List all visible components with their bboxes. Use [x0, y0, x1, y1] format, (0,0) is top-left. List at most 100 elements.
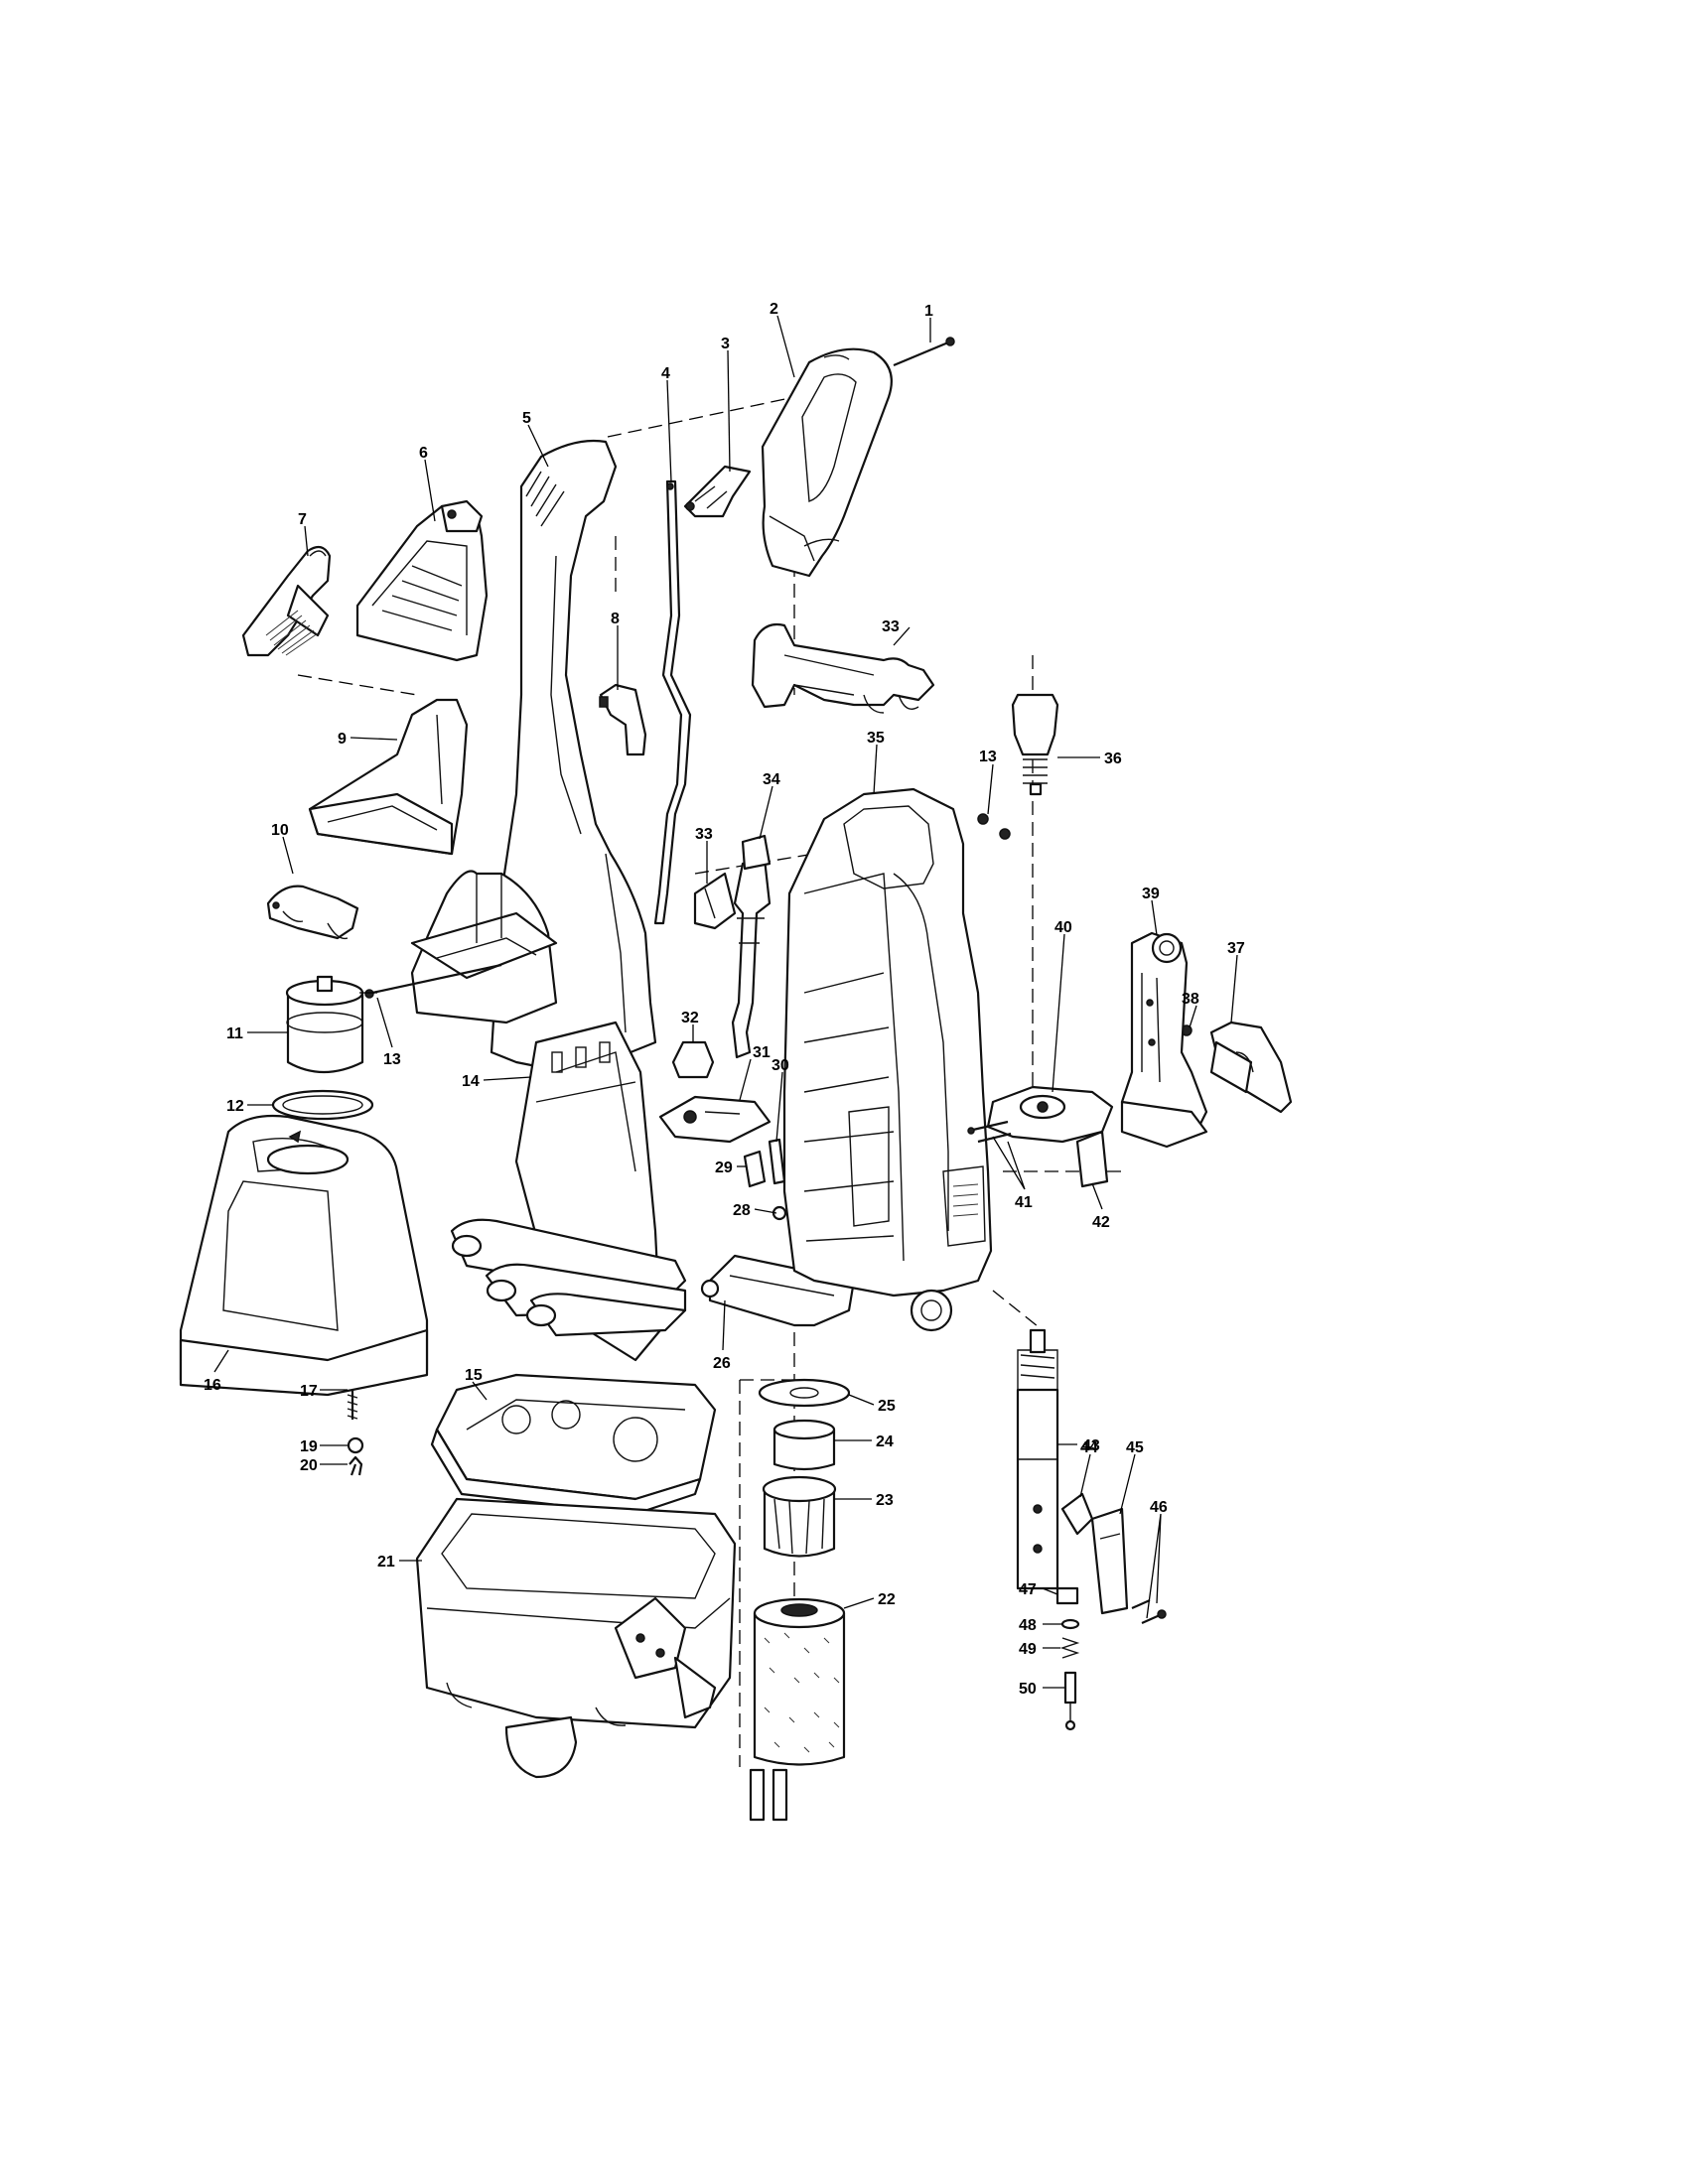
callout-7: 7	[298, 511, 307, 528]
part-12-gasket	[271, 1089, 374, 1121]
part-49-spring	[1059, 1637, 1080, 1659]
part-45-shield	[1090, 1507, 1129, 1615]
part-33-valve-bracket	[693, 872, 737, 930]
part-13-pin	[364, 963, 502, 999]
callout-39: 39	[1142, 886, 1160, 902]
part-40-valve	[986, 1085, 1114, 1144]
callout-50: 50	[1019, 1681, 1037, 1698]
leader-lines	[213, 315, 1238, 1689]
callout-41: 41	[1015, 1194, 1033, 1211]
part-24-cylinder	[772, 1419, 836, 1471]
callout-48: 48	[1019, 1617, 1037, 1634]
callout-22: 22	[878, 1591, 896, 1608]
callout-42: 42	[1092, 1214, 1110, 1231]
part-16-tank-cover	[179, 1114, 429, 1397]
part-35-main-body	[782, 787, 993, 1332]
callout-11: 11	[226, 1025, 243, 1042]
part-47-valve-body	[1055, 1586, 1079, 1605]
callout-6: 6	[419, 445, 428, 462]
callout-36: 36	[1104, 751, 1122, 767]
part-50-plunger	[1063, 1671, 1077, 1731]
callout-10: 10	[271, 822, 289, 839]
part-8-latch	[599, 683, 647, 756]
callout-13-right: 13	[979, 749, 997, 765]
callout-30: 30	[772, 1057, 789, 1074]
part-48-seal	[1060, 1618, 1080, 1630]
part-44-bracket	[1060, 1492, 1094, 1536]
part-41-screws	[967, 1120, 1012, 1144]
callout-29: 29	[715, 1160, 733, 1176]
callout-45: 45	[1126, 1439, 1144, 1456]
part-20-clip	[349, 1455, 363, 1476]
callout-47: 47	[1019, 1581, 1037, 1598]
part-10-clip	[266, 885, 359, 940]
part-14-base-frame	[450, 1021, 687, 1362]
callout-37: 37	[1227, 940, 1245, 957]
part-37-nozzle-tool	[1209, 1021, 1293, 1114]
part-33-hose-rack-top	[751, 622, 935, 714]
callout-46: 46	[1150, 1499, 1168, 1516]
callout-17: 17	[300, 1383, 318, 1400]
part-29-spring	[743, 1150, 767, 1188]
callout-20: 20	[300, 1457, 318, 1474]
callout-25: 25	[878, 1398, 896, 1415]
callout-23: 23	[876, 1492, 894, 1509]
part-1-screw	[893, 337, 955, 367]
callout-33-bracket: 33	[695, 826, 713, 843]
part-39-housing	[1120, 931, 1208, 1149]
part-30-spring	[768, 1138, 786, 1185]
part-21-tank	[415, 1497, 737, 1779]
callout-24: 24	[876, 1433, 894, 1450]
callout-16: 16	[204, 1377, 221, 1394]
part-11-float	[285, 975, 364, 1074]
callout-15: 15	[465, 1367, 483, 1384]
part-17-spring	[347, 1390, 358, 1420]
part-25-ring	[758, 1378, 851, 1408]
callout-44: 44	[1080, 1439, 1098, 1456]
callout-49: 49	[1019, 1641, 1037, 1658]
callout-21: 21	[377, 1554, 395, 1570]
callout-3: 3	[721, 336, 730, 352]
callout-19: 19	[300, 1438, 318, 1455]
part-46-screws	[1131, 1598, 1167, 1625]
part-6-cover	[355, 499, 489, 662]
callout-5: 5	[522, 410, 531, 427]
callout-33-rack: 33	[882, 618, 900, 635]
callout-14: 14	[462, 1073, 480, 1090]
callout-13-left: 13	[383, 1051, 401, 1068]
callout-4: 4	[661, 365, 670, 382]
part-2-handle-grip	[761, 347, 893, 578]
part-7-nozzle-tool	[241, 545, 332, 657]
part-42-clip	[1075, 1130, 1109, 1188]
part-22-filter	[753, 1597, 846, 1766]
callout-38: 38	[1182, 991, 1199, 1008]
callout-26: 26	[713, 1355, 731, 1372]
callout-40: 40	[1054, 919, 1072, 936]
part-bottom-strips	[749, 1768, 788, 1822]
callout-9: 9	[338, 731, 347, 748]
callout-28: 28	[733, 1202, 751, 1219]
callout-labels: 1 2 3 4 5 6 7 8 9 10 11 12 13 13 14 15 1…	[204, 301, 1245, 1698]
part-5-base-cup	[410, 870, 558, 1024]
callout-35: 35	[867, 730, 885, 747]
part-15-tank-lid	[430, 1373, 717, 1516]
callout-34: 34	[763, 771, 780, 788]
callout-43: 43	[1082, 1437, 1100, 1454]
part-43-tube	[1016, 1328, 1059, 1590]
part-4-long-rod	[653, 479, 692, 925]
part-23-cage	[762, 1475, 837, 1558]
part-9-tray	[308, 698, 469, 856]
part-13-washer-right	[977, 813, 1011, 840]
callout-31: 31	[753, 1044, 771, 1061]
part-36-connector	[1011, 693, 1059, 796]
callout-12: 12	[226, 1098, 244, 1115]
callout-8: 8	[611, 611, 620, 627]
part-34-valve-rod	[731, 834, 772, 1059]
callout-32: 32	[681, 1010, 699, 1026]
part-31-valve-plate	[658, 1095, 772, 1144]
part-32-knob	[671, 1040, 715, 1079]
callout-2: 2	[770, 301, 778, 318]
part-19-washer	[347, 1436, 364, 1454]
part-3-bracket	[683, 465, 752, 518]
